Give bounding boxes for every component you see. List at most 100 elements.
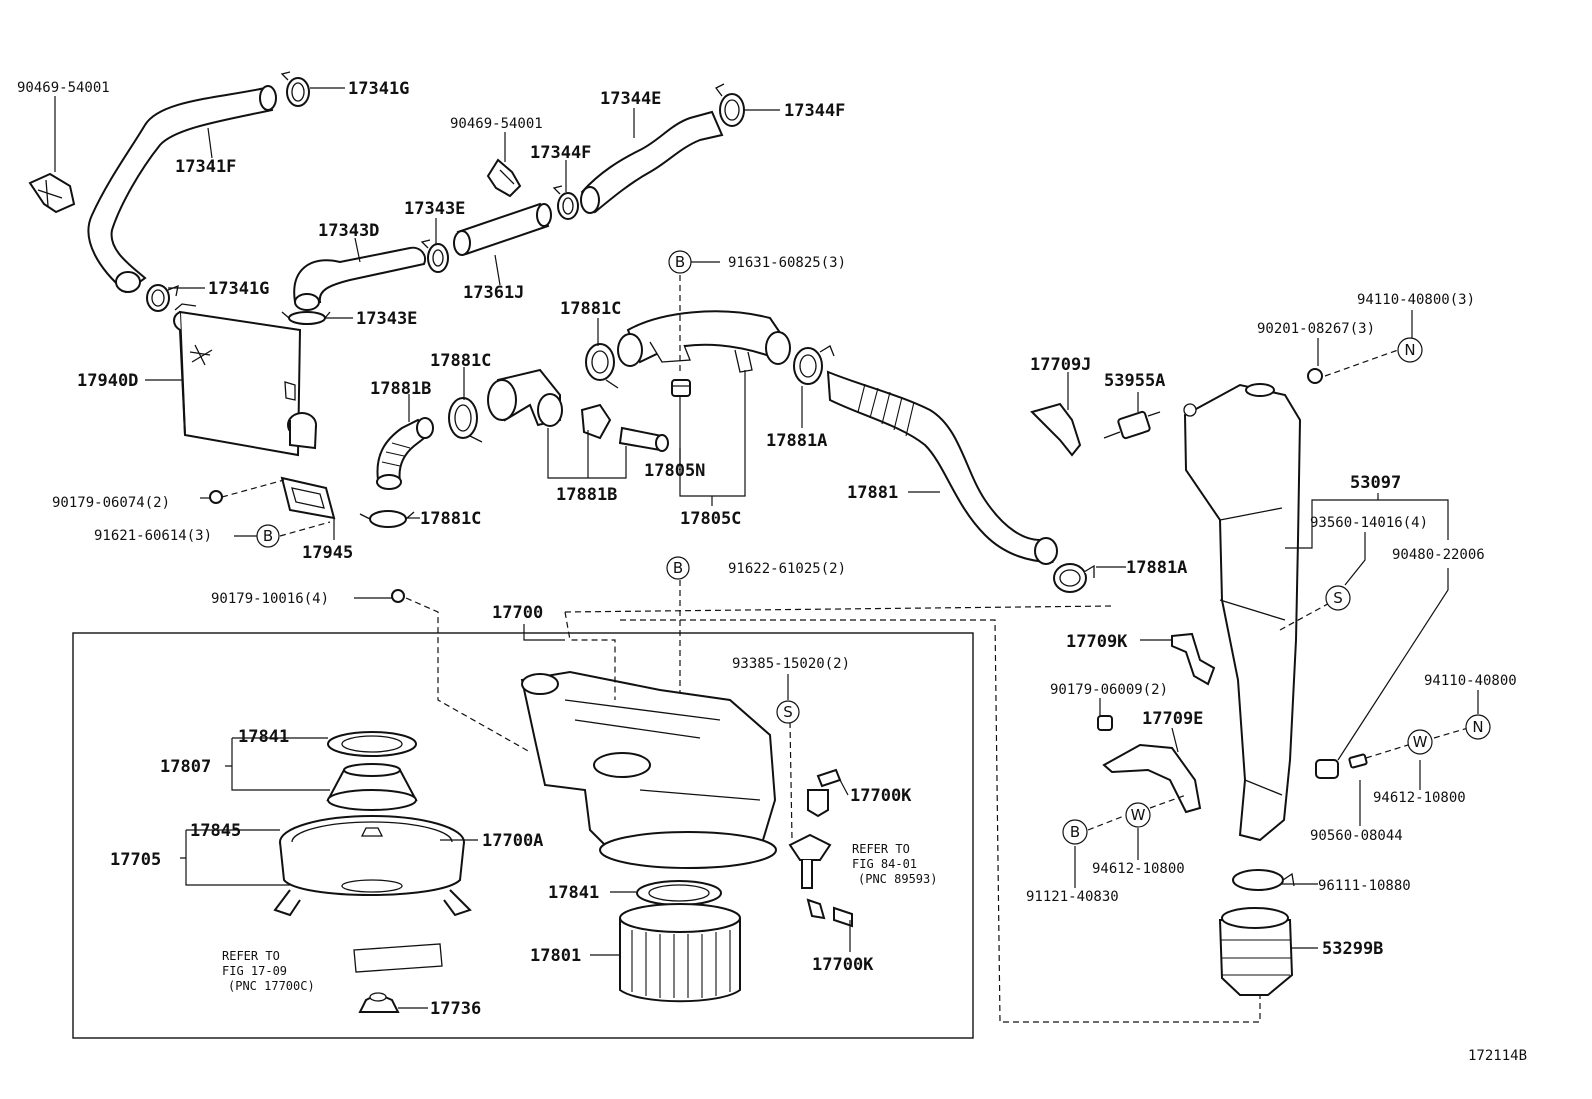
label-91621-60614: 91621-60614(3) <box>94 528 212 544</box>
symbol-b-91121-icon: B <box>1062 819 1088 845</box>
label-17881b-b: 17881B <box>556 485 617 505</box>
label-94612-10800-a: 94612-10800 <box>1092 861 1185 877</box>
label-94110-40800: 94110-40800 <box>1424 673 1517 689</box>
label-90179-06009: 90179-06009(2) <box>1050 682 1168 698</box>
duct-53097-icon <box>1183 383 1302 842</box>
label-90179-06074: 90179-06074(2) <box>52 495 170 511</box>
label-17709e: 17709E <box>1142 709 1203 729</box>
diagram-id: 172114B <box>1468 1048 1527 1064</box>
leader-lines <box>54 87 1479 1009</box>
bracket-17709k-icon <box>1171 632 1216 686</box>
bracket-17709e-icon <box>1102 743 1202 814</box>
label-17881: 17881 <box>847 483 898 503</box>
hose-17344e-icon <box>580 110 724 214</box>
svg-text:N: N <box>1404 341 1415 359</box>
symbol-b-91622-icon: B <box>666 556 690 580</box>
nut-90201-08267-icon <box>1307 368 1323 384</box>
symbol-b-91631-icon: B <box>668 250 692 274</box>
label-17805c: 17805C <box>680 509 741 529</box>
hose-17341f-icon <box>87 85 277 294</box>
label-90179-10016: 90179-10016(4) <box>211 591 329 607</box>
clamp-17344f-a-icon <box>715 83 745 127</box>
clamp-90469-54001-a-icon <box>28 172 76 214</box>
label-17940d: 17940D <box>77 371 138 391</box>
label-17361j: 17361J <box>463 283 524 303</box>
label-17344f-b: 17344F <box>530 143 591 163</box>
symbol-w-94612-a-icon: W <box>1125 802 1151 828</box>
label-refer-fig84-line2: FIG 84-01 <box>852 857 917 871</box>
clamp-17341g-b-icon <box>146 284 179 312</box>
clamp-17881c-a-icon <box>448 397 483 443</box>
label-17705: 17705 <box>110 850 161 870</box>
intercooler-17940d-icon <box>173 303 317 457</box>
grommet-90560-08044-icon <box>1315 759 1339 779</box>
bolt-94612-10800-b-icon <box>1348 753 1368 769</box>
symbol-n-94110-3-icon: N <box>1397 337 1423 363</box>
label-17344f-a: 17344F <box>784 101 845 121</box>
label-17845: 17845 <box>190 821 241 841</box>
label-91121-40830: 91121-40830 <box>1026 889 1119 905</box>
label-refer-fig17-line3: (PNC 17700C) <box>228 979 315 993</box>
gasket-17841-a-icon <box>327 731 417 757</box>
label-17341g-b: 17341G <box>208 279 269 299</box>
symbol-s-93385-icon: S <box>776 700 800 724</box>
pipe-17361j-icon <box>453 202 552 256</box>
label-17881a-a: 17881A <box>766 431 827 451</box>
label-17344e: 17344E <box>600 89 661 109</box>
svg-text:B: B <box>1070 823 1080 841</box>
label-17341g-a: 17341G <box>348 79 409 99</box>
pipe-17805c-icon <box>617 310 791 373</box>
clamp-17341g-a-icon <box>280 71 310 107</box>
label-17700a: 17700A <box>482 831 543 851</box>
dashed-connections <box>221 275 1469 1023</box>
label-17343e-b: 17343E <box>356 309 417 329</box>
label-94612-10800-b: 94612-10800 <box>1373 790 1466 806</box>
label-17343e-a: 17343E <box>404 199 465 219</box>
label-96111-10880: 96111-10880 <box>1318 878 1411 894</box>
refer-label-strip-icon <box>353 943 443 973</box>
filter-element-17801-icon <box>619 903 741 1003</box>
elbow-17881b-a-icon <box>376 417 434 490</box>
symbol-w-94612-b-icon: W <box>1407 729 1433 755</box>
bracket-17709j-icon <box>1030 402 1082 457</box>
label-17709k: 17709K <box>1066 632 1128 652</box>
label-17881a-b: 17881A <box>1126 558 1187 578</box>
svg-text:W: W <box>1413 733 1428 751</box>
label-17343d: 17343D <box>318 221 379 241</box>
hose-17700k-a-icon <box>807 768 842 818</box>
air-cleaner-body-17700-icon <box>520 670 777 869</box>
part-labels: 90469-54001 17341G 17341F 17344E 17344F … <box>17 79 1517 1019</box>
svg-text:B: B <box>675 253 685 271</box>
elbow-connector-icon <box>487 368 563 427</box>
clamp-96111-10880-icon <box>1232 869 1295 891</box>
clamp-17881c-b-icon <box>585 343 619 389</box>
valve-53955a-icon <box>1103 410 1161 440</box>
vacuum-valve-icon <box>788 833 832 889</box>
label-53097: 53097 <box>1350 473 1401 493</box>
label-90469-54001-a: 90469-54001 <box>17 80 110 96</box>
label-17841-b: 17841 <box>548 883 599 903</box>
svg-text:S: S <box>783 703 793 721</box>
label-93385-15020: 93385-15020(2) <box>732 656 850 672</box>
hose-17343d-icon <box>293 246 426 311</box>
air-hose-17881-icon <box>826 370 1058 565</box>
clamp-17344f-b-icon <box>552 185 579 220</box>
clamp-17881a-b-icon <box>1053 563 1095 593</box>
label-90201-08267: 90201-08267(3) <box>1257 321 1375 337</box>
svg-text:B: B <box>263 527 273 545</box>
clamp-90469-54001-b-icon <box>486 158 522 198</box>
case-17705-icon <box>273 815 472 917</box>
clamp-17343e-b-icon <box>281 311 331 325</box>
label-refer-fig17-line2: FIG 17-09 <box>222 964 287 978</box>
svg-text:W: W <box>1131 806 1146 824</box>
label-17700: 17700 <box>492 603 543 623</box>
label-90480-22006: 90480-22006 <box>1392 547 1485 563</box>
label-17341f: 17341F <box>175 157 236 177</box>
label-91622-61025: 91622-61025(2) <box>728 561 846 577</box>
label-90560-08044: 90560-08044 <box>1310 828 1403 844</box>
label-17881c-c: 17881C <box>420 509 481 529</box>
label-17700k-b: 17700K <box>812 955 874 975</box>
gasket-17841-b-icon <box>636 880 722 906</box>
symbol-n-94110-icon: N <box>1465 714 1491 740</box>
